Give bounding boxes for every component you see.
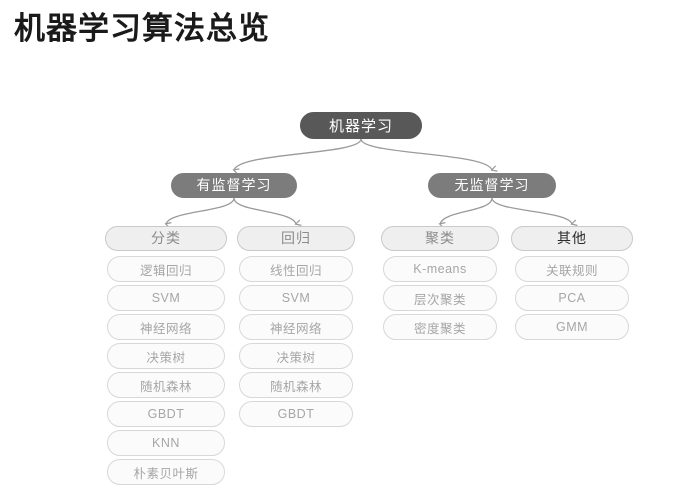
node-algorithm-0-2[interactable]: 神经网络 (107, 314, 225, 340)
node-algorithm-1-0[interactable]: 线性回归 (239, 256, 353, 282)
node-category-0[interactable]: 分类 (105, 225, 227, 251)
connector-unsupervised-to-categories (440, 197, 572, 224)
node-category-1[interactable]: 回归 (237, 225, 355, 251)
node-algorithm-0-4[interactable]: 随机森林 (107, 372, 225, 398)
node-algorithm-0-3[interactable]: 决策树 (107, 343, 225, 369)
node-algorithm-3-2[interactable]: GMM (515, 314, 629, 340)
node-algorithm-1-4[interactable]: 随机森林 (239, 372, 353, 398)
node-algorithm-2-0[interactable]: K-means (383, 256, 497, 282)
node-algorithm-2-1[interactable]: 层次聚类 (383, 285, 497, 311)
node-algorithm-1-3[interactable]: 决策树 (239, 343, 353, 369)
node-category-2[interactable]: 聚类 (381, 225, 499, 251)
node-branch-0[interactable]: 有监督学习 (171, 172, 297, 198)
node-algorithm-3-1[interactable]: PCA (515, 285, 629, 311)
node-algorithm-0-1[interactable]: SVM (107, 285, 225, 311)
node-algorithm-0-7[interactable]: 朴素贝叶斯 (107, 459, 225, 485)
connector-supervised-to-categories (166, 197, 296, 224)
connector-root-to-branches (234, 138, 492, 170)
node-algorithm-1-5[interactable]: GBDT (239, 401, 353, 427)
node-algorithm-0-0[interactable]: 逻辑回归 (107, 256, 225, 282)
node-branch-1[interactable]: 无监督学习 (428, 172, 556, 198)
node-algorithm-2-2[interactable]: 密度聚类 (383, 314, 497, 340)
node-root-machine-learning[interactable]: 机器学习 (300, 111, 422, 139)
node-category-3[interactable]: 其他 (511, 225, 633, 251)
page-title: 机器学习算法总览 (14, 11, 270, 46)
node-algorithm-3-0[interactable]: 关联规则 (515, 256, 629, 282)
node-algorithm-1-1[interactable]: SVM (239, 285, 353, 311)
node-algorithm-1-2[interactable]: 神经网络 (239, 314, 353, 340)
node-algorithm-0-6[interactable]: KNN (107, 430, 225, 456)
node-algorithm-0-5[interactable]: GBDT (107, 401, 225, 427)
